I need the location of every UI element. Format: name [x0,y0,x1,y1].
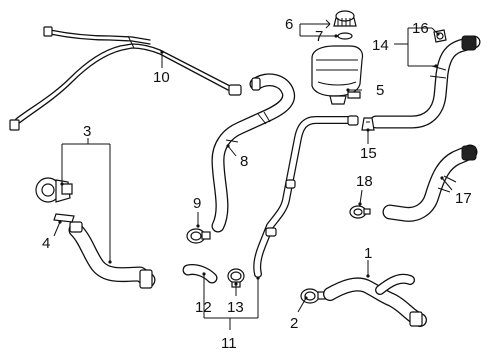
hose-part-12 [182,264,218,284]
callout-3: 3 [83,123,91,140]
pipe-part-11 [253,115,359,278]
callout-11: 11 [221,335,237,352]
callout-15: 15 [360,145,377,162]
callout-7: 7 [315,28,323,45]
callout-1: 1 [364,245,372,262]
callout-2: 2 [290,315,298,332]
hose-part-8 [211,73,296,233]
vent-tube-part-10 [9,26,242,131]
thermostat-housing-part-3 [35,177,73,203]
leader-lines [53,19,453,330]
callout-9: 9 [193,195,201,212]
callout-14: 14 [372,37,389,54]
callout-labels: 1 2 3 4 5 6 7 8 9 10 11 12 13 14 15 16 1… [42,16,472,352]
hose-part-1 [323,273,427,327]
hose-part-17 [382,144,478,222]
callout-17: 17 [455,190,472,207]
hose-part-3 [68,221,156,289]
callout-13: 13 [227,299,244,316]
clamp-part-18 [349,205,371,219]
clamp-part-9 [186,228,211,244]
callout-18: 18 [356,173,373,190]
callout-4: 4 [42,235,50,252]
callout-8: 8 [240,153,248,170]
reservoir-part-5 [311,45,364,105]
cap-part-6 [333,10,357,27]
hose-part-14 [369,35,481,129]
gasket-part-4 [53,213,75,223]
callout-10: 10 [153,69,170,86]
seal-part-7 [337,32,353,40]
clamp-part-15 [361,117,375,131]
callout-12: 12 [195,299,212,316]
callout-6: 6 [285,16,293,33]
callout-5: 5 [376,82,384,99]
callout-16: 16 [412,20,429,37]
